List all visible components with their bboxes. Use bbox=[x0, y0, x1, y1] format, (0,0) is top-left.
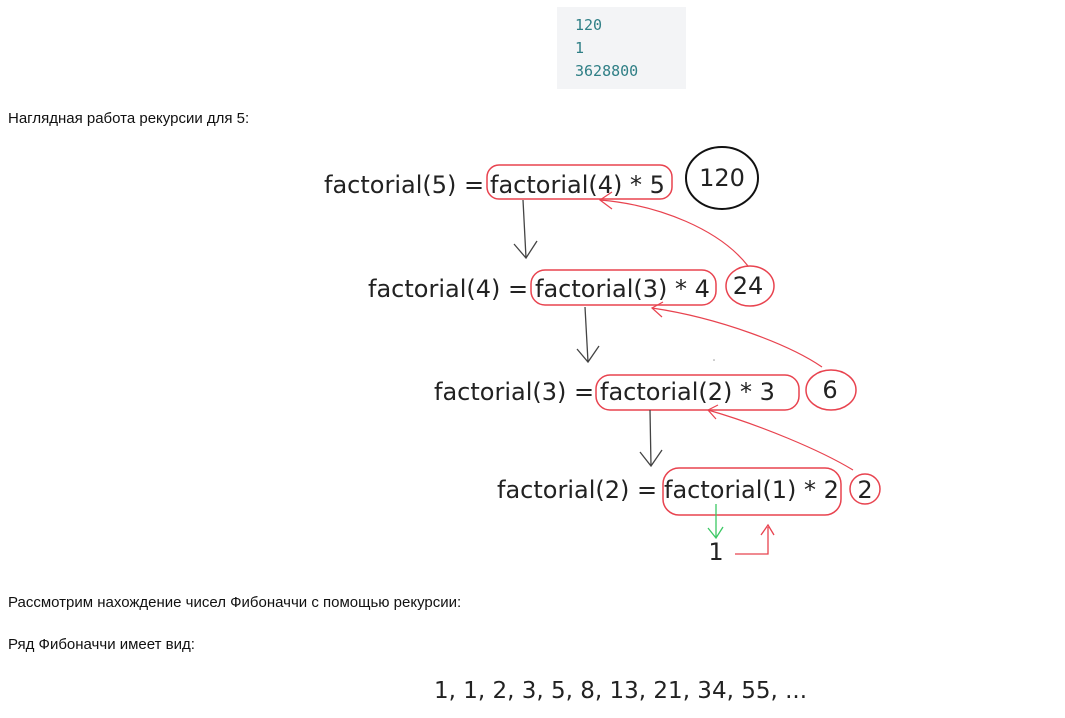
down-arrow-icon bbox=[513, 199, 538, 260]
base-down-arrow-icon bbox=[707, 504, 724, 540]
row3-highlight-box bbox=[595, 374, 800, 411]
row2-lhs: factorial(4) = bbox=[368, 275, 528, 303]
row3-result: 6 bbox=[822, 376, 837, 404]
down-arrow-icon bbox=[576, 306, 600, 364]
row2-result: 24 bbox=[733, 272, 764, 300]
recursion-intro-text: Наглядная работа рекурсии для 5: bbox=[8, 110, 250, 127]
row3-lhs: factorial(3) = bbox=[434, 378, 594, 406]
base-case-value: 1 bbox=[708, 538, 723, 566]
row1-lhs: factorial(5) = bbox=[324, 171, 484, 199]
return-arrow-icon bbox=[598, 191, 749, 267]
recursion-diagram: factorial(5) = factorial(4) * 5 120 fact… bbox=[324, 146, 881, 566]
row1-result-circle bbox=[685, 146, 759, 210]
code-output-line: 1 bbox=[575, 39, 585, 57]
code-output-line: 3628800 bbox=[575, 62, 639, 80]
row2-rhs: factorial(3) * 4 bbox=[535, 275, 710, 303]
row1-result: 120 bbox=[699, 164, 745, 192]
row2-result-circle bbox=[725, 265, 775, 307]
return-arrow-icon bbox=[707, 404, 854, 471]
row2-highlight-box bbox=[530, 269, 717, 306]
code-output-block: 120 1 3628800 bbox=[557, 7, 686, 89]
row1-highlight-box bbox=[486, 164, 673, 200]
fibonacci-series-label: Ряд Фибоначчи имеет вид: bbox=[8, 636, 195, 653]
fibonacci-series: 1, 1, 2, 3, 5, 8, 13, 21, 34, 55, ... bbox=[434, 678, 808, 704]
row1-rhs: factorial(4) * 5 bbox=[490, 171, 665, 199]
fibonacci-intro-text: Рассмотрим нахождение чисел Фибоначчи с … bbox=[8, 594, 462, 611]
row3-result-circle bbox=[805, 369, 857, 411]
base-return-arrow-icon bbox=[735, 523, 775, 555]
row3-rhs: factorial(2) * 3 bbox=[600, 378, 775, 406]
row4-rhs: factorial(1) * 2 bbox=[664, 476, 839, 504]
row4-result-circle bbox=[849, 473, 881, 505]
code-output-line: 120 bbox=[575, 16, 603, 34]
row4-result: 2 bbox=[857, 476, 872, 504]
row4-lhs: factorial(2) = bbox=[497, 476, 657, 504]
return-arrow-icon bbox=[650, 301, 823, 368]
row4-highlight-box bbox=[662, 467, 842, 516]
down-arrow-icon bbox=[639, 409, 663, 468]
